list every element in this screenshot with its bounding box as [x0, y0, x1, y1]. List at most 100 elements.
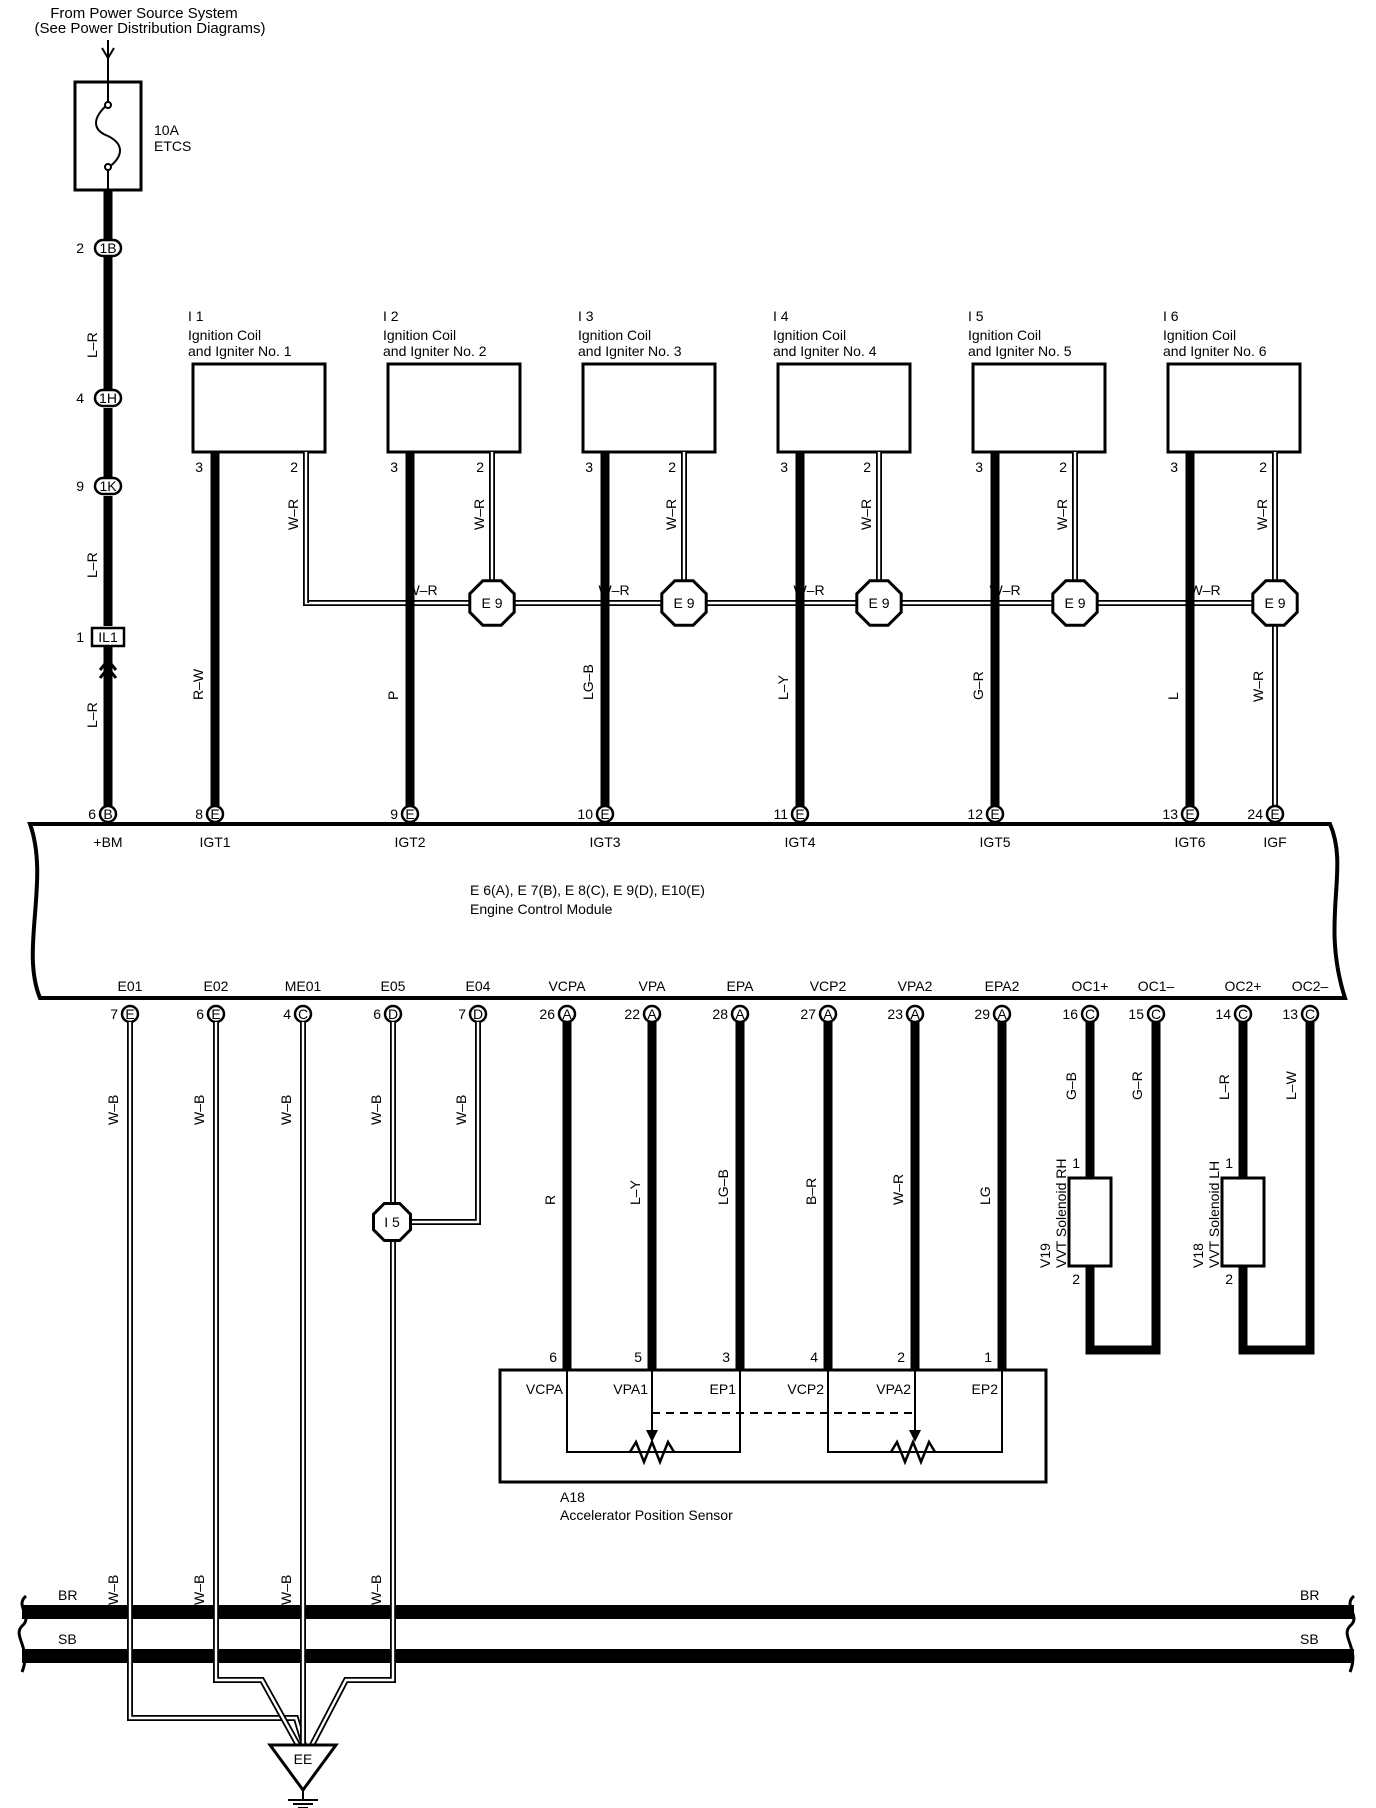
accel-pot2-track: [827, 1370, 1003, 1453]
ground-point-triangle: [267, 1743, 339, 1793]
coil-3-code: I 3: [578, 308, 594, 324]
connector-1b: [93, 238, 123, 258]
ecm-top-pin-6: 13: [1162, 806, 1178, 822]
junction-e9-1-label: E 9: [481, 595, 502, 611]
accel-wire-color-5: LG: [977, 1186, 993, 1205]
ecm-bottom-terminal-4-label: D: [473, 1006, 483, 1022]
junction-i5: [372, 1202, 412, 1242]
ground-wire-e02-outer: [213, 1022, 301, 1747]
coil-6-code: I 6: [1163, 308, 1179, 324]
connector-il1-pin: 1: [76, 629, 84, 645]
vvt-1-wire-b: [1238, 1022, 1315, 1355]
accel-pot1-wiper-tip: [646, 1430, 658, 1442]
coil-4-igt-wire-color: L–Y: [775, 674, 791, 700]
junction-i5-label: I 5: [384, 1214, 400, 1230]
ecm-bottom-label-9: VPA2: [898, 978, 933, 994]
ecm-top-terminal-1-label: E: [210, 806, 219, 822]
accel-sensor-box: [498, 1368, 1048, 1484]
coil-1-number: and Igniter No. 1: [188, 343, 292, 359]
fuse-rating: 10A: [154, 122, 180, 138]
bus-br-label-left: BR: [58, 1587, 77, 1603]
junction-e9-3-label: E 9: [868, 595, 889, 611]
ecm-bottom-pin-10: 29: [974, 1006, 990, 1022]
ecm-top-label-6: IGT6: [1174, 834, 1205, 850]
coil-6-box: [1166, 362, 1302, 454]
ground-wire-e05-inner: [310, 1022, 395, 1746]
ecm-top-pin-7: 24: [1247, 806, 1263, 822]
ecm-bottom-terminal-13-label: C: [1238, 1006, 1248, 1022]
vvt-1-pin-2: 2: [1225, 1271, 1233, 1287]
coil-3-pin-2: 2: [668, 459, 676, 475]
ecm-top-terminal-3: [595, 804, 615, 824]
coil-6-igt-wire-color: L: [1165, 692, 1181, 700]
igf-bus-wire: [303, 465, 1275, 606]
vvt-0-solenoid: [1067, 1176, 1113, 1268]
coil-5-code: I 5: [968, 308, 984, 324]
ecm-bottom-terminal-2-label: C: [298, 1006, 308, 1022]
ecm-top-label-1: IGT1: [199, 834, 230, 850]
junction-e9-4: [1051, 579, 1099, 627]
accel-wire-color-3: B–R: [803, 1178, 819, 1205]
coil-4-igf-wire-color: W–R: [858, 499, 874, 530]
ground-wire-color-3: W–B: [368, 1095, 384, 1125]
coil-4-pin-3: 3: [780, 459, 788, 475]
ecm-bottom-label-8: VCP2: [810, 978, 847, 994]
coil-4-box: [776, 362, 912, 454]
coil-1-name: Ignition Coil: [188, 327, 261, 343]
igf-bus-color-4: W–R: [989, 582, 1020, 598]
accel-pin-4: 2: [897, 1349, 905, 1365]
ecm-bottom-label-6: VPA: [639, 978, 667, 994]
ecm-bottom-label-0: E01: [118, 978, 143, 994]
ecm-top-terminal-6: [1180, 804, 1200, 824]
ground-wire-color-0: W–B: [105, 1095, 121, 1125]
junction-e9-2: [660, 579, 708, 627]
ecm-bottom-label-10: EPA2: [985, 978, 1020, 994]
igf-bus-color-5: W–R: [1189, 582, 1220, 598]
connector-1k-pin: 9: [76, 478, 84, 494]
accel-wire-color-1: L–Y: [627, 1179, 643, 1205]
ecm-top-terminal-7-label: E: [1270, 806, 1279, 822]
ecm-top-label-2: IGT2: [394, 834, 425, 850]
coil-5-igt-wire-color: G–R: [970, 671, 986, 700]
accel-pin-1: 5: [634, 1349, 642, 1365]
igf-bus-color-2: W–R: [598, 582, 629, 598]
bus-sb-label-right: SB: [1300, 1631, 1319, 1647]
ecm-bottom-terminal-6-label: A: [647, 1006, 657, 1022]
accel-pin-2: 3: [722, 1349, 730, 1365]
ecm-bottom-label-1: E02: [204, 978, 229, 994]
connector-1h: [93, 388, 123, 408]
ecm-top-terminal-7: [1265, 804, 1285, 824]
ecm-top-pin-3: 10: [577, 806, 593, 822]
coil-4-code: I 4: [773, 308, 789, 324]
bus-sb-label-left: SB: [58, 1631, 77, 1647]
accel-wire-color-2: LG–B: [715, 1169, 731, 1205]
coil-5-igf-wire-color: W–R: [1054, 499, 1070, 530]
ecm-bottom-pin-7: 28: [712, 1006, 728, 1022]
ground-lower-wire-color-3: W–B: [368, 1575, 384, 1605]
junction-e9-2-label: E 9: [673, 595, 694, 611]
accel-terminal-2: EP1: [710, 1381, 737, 1397]
coil-4-pin-2: 2: [863, 459, 871, 475]
vvt-1-name: VVT Solenoid LH: [1206, 1161, 1222, 1268]
ecm-top-pin-1: 8: [195, 806, 203, 822]
ecm-bottom-terminal-7-label: A: [735, 1006, 745, 1022]
ecm-bottom-label-11: OC1+: [1072, 978, 1109, 994]
ecm-bottom-pin-11: 16: [1062, 1006, 1078, 1022]
coil-1-code: I 1: [188, 308, 204, 324]
ecm-top-terminal-3-label: E: [600, 806, 609, 822]
ecm-bottom-label-2: ME01: [285, 978, 322, 994]
ecm-top-terminal-1: [205, 804, 225, 824]
ecm-bottom-terminal-5-label: A: [562, 1006, 572, 1022]
junction-e9-5: [1251, 579, 1299, 627]
ecm-top-label-3: IGT3: [589, 834, 620, 850]
junction-e9-5-label: E 9: [1264, 595, 1285, 611]
accel-sensor-code: A18: [560, 1489, 585, 1505]
ecm-bottom-label-7: EPA: [727, 978, 755, 994]
coil-2-number: and Igniter No. 2: [383, 343, 487, 359]
ecm-bottom-label-13: OC2+: [1225, 978, 1262, 994]
coil-2-pin-3: 3: [390, 459, 398, 475]
ecm-top-pin-5: 12: [967, 806, 983, 822]
ground-wire-color-2: W–B: [278, 1095, 294, 1125]
accel-pin-0: 6: [549, 1349, 557, 1365]
ecm-top-label-0: +BM: [93, 834, 122, 850]
